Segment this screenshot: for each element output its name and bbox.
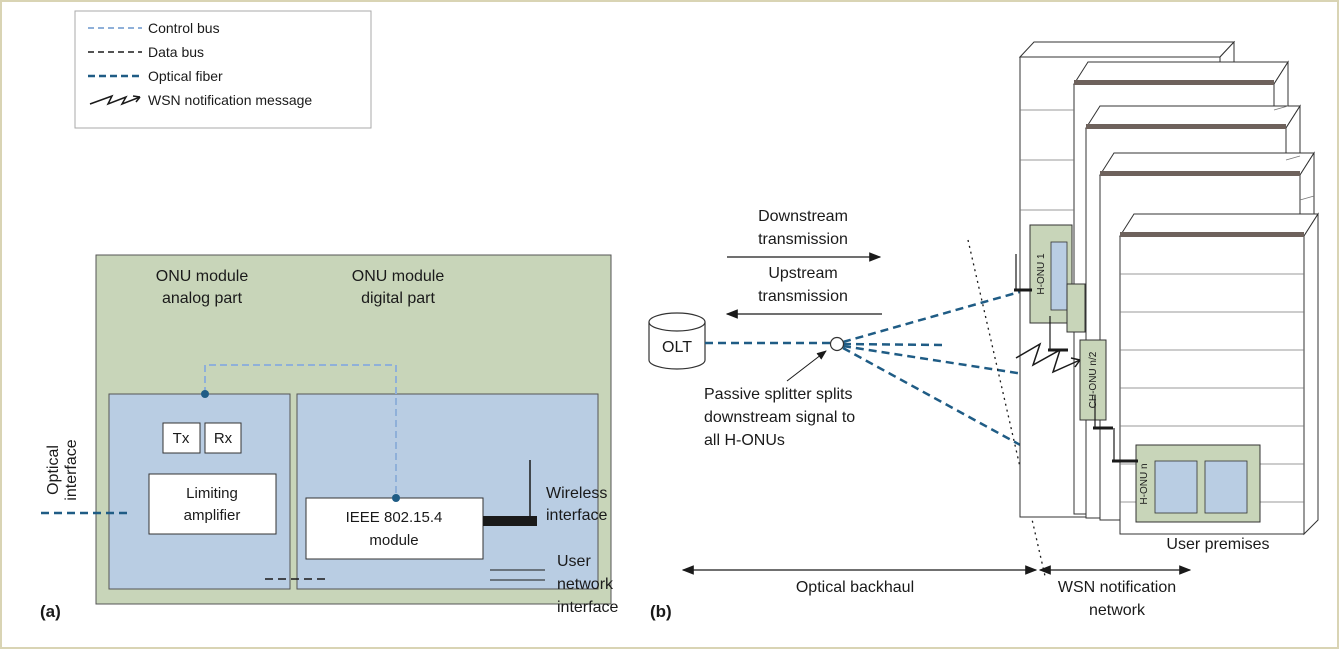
wireless-connector [483, 516, 537, 526]
optical-interface-line1: Optical [45, 445, 62, 495]
digital-title-line1: ONU module [352, 268, 445, 285]
fiber-to-h-onu-1 [842, 287, 1031, 344]
control-bus-node-digital [392, 494, 400, 502]
uni-line3: interface [557, 599, 618, 616]
legend: Control bus Data bus Optical fiber WSN n… [74, 10, 372, 129]
antenna-building-4 [1093, 396, 1113, 430]
splitter-note-line1: Passive splitter splits [704, 386, 853, 403]
optical-backhaul-label: Optical backhaul [796, 579, 914, 596]
wsn-message-arrowhead [1070, 357, 1081, 368]
rx-box [204, 422, 242, 454]
uni-line1: User [557, 553, 591, 570]
tx-label: Tx [173, 430, 190, 447]
h-onu-1-label: H-ONU 1 [1036, 253, 1047, 295]
panel-b: Downstream transmission Upstream transmi… [648, 40, 1319, 621]
wsn-network-line2: network [1089, 602, 1146, 619]
control-bus-line [204, 364, 397, 498]
olt-cylinder [648, 312, 706, 370]
upstream-line2: transmission [758, 288, 848, 305]
user-premises-label: User premises [1166, 536, 1269, 553]
legend-optical-fiber-label: Optical fiber [148, 68, 223, 84]
legend-zigzag-arrowhead [132, 95, 141, 103]
analog-title-line1: ONU module [156, 268, 249, 285]
panel-a: ONU module analog part ONU module digita… [40, 254, 618, 621]
wsn-message-zigzag-icon [1015, 342, 1081, 374]
splitter-note-line3: all H-ONUs [704, 432, 785, 449]
limiting-amplifier-box [148, 473, 277, 535]
ch-onu-device [1048, 283, 1107, 421]
ieee-module-box [305, 497, 484, 560]
olt-label: OLT [662, 339, 692, 356]
tx-box [162, 422, 201, 454]
ch-onu-label: CH-ONU n/2 [1088, 351, 1099, 408]
legend-control-bus-label: Control bus [148, 20, 220, 36]
rx-label: Rx [214, 430, 233, 447]
splitter-note-line2: downstream signal to [704, 409, 855, 426]
wsn-network-line1: WSN notification [1058, 579, 1176, 596]
building-floor-lines [1020, 105, 1315, 211]
limiting-amplifier-line2: amplifier [184, 507, 241, 524]
fiber-to-h-onu-n [842, 346, 1131, 507]
legend-box [74, 10, 372, 129]
panel-a-label: (a) [40, 602, 61, 621]
ieee-module-line2: module [369, 532, 418, 549]
analog-title-line2: analog part [162, 290, 243, 307]
downstream-line1: Downstream [758, 208, 848, 225]
legend-data-bus-label: Data bus [148, 44, 204, 60]
fiber-stub [842, 342, 946, 347]
h-onu-n-device [1112, 428, 1261, 523]
limiting-amplifier-line1: Limiting [186, 485, 238, 502]
wireless-interface-line1: Wireless [546, 485, 607, 502]
control-bus-node-analog [201, 390, 209, 398]
h-onu-1-device [1014, 224, 1073, 324]
legend-wsn-label: WSN notification message [148, 92, 312, 108]
legend-zigzag-icon [89, 94, 141, 106]
uni-line2: network [557, 576, 614, 593]
upstream-line1: Upstream [768, 265, 837, 282]
panel-b-label: (b) [650, 602, 672, 621]
optical-interface-line2: interface [63, 439, 80, 500]
splitter-pointer-arrow [786, 350, 827, 382]
passive-splitter-icon [829, 336, 845, 352]
wireless-interface-line2: interface [546, 507, 607, 524]
h-onu-n-label: H-ONU n [1139, 463, 1150, 504]
ieee-module-line1: IEEE 802.15.4 [346, 509, 443, 526]
downstream-line2: transmission [758, 231, 848, 248]
digital-title-line2: digital part [361, 290, 435, 307]
